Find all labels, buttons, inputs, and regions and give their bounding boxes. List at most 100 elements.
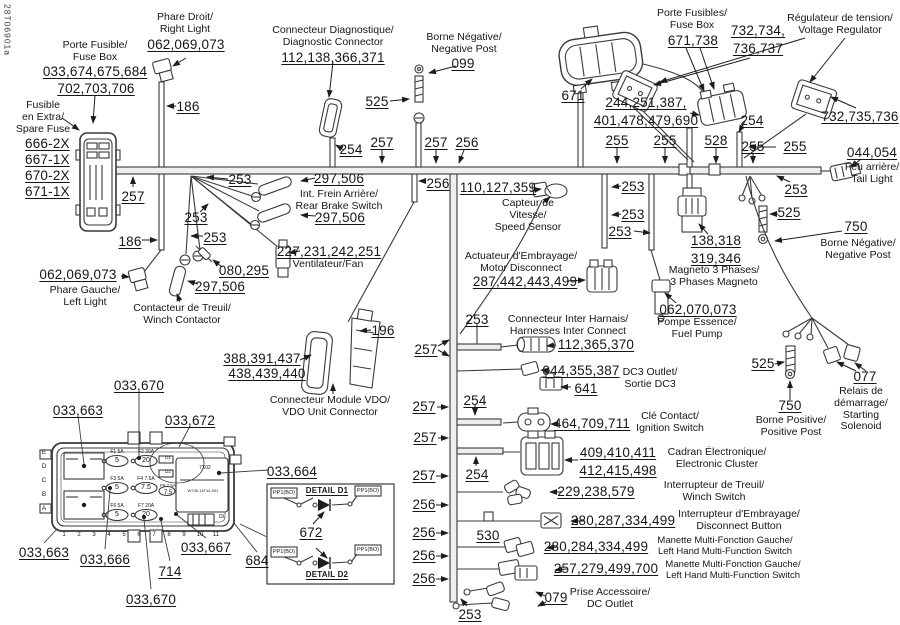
part-525-pos-line-0[interactable]: 525 <box>751 356 775 371</box>
part-253-d3-line-0[interactable]: 253 <box>608 224 632 239</box>
part-732-734-line-1[interactable]: 736,737 <box>732 40 784 56</box>
part-671[interactable]: 671 <box>561 87 584 105</box>
part-phare-droit-line-0[interactable]: 062,069,073 <box>147 37 225 52</box>
part-256-a[interactable]: 256 <box>455 134 478 152</box>
part-750-neg-line-0[interactable]: 750 <box>844 219 868 234</box>
part-684[interactable]: 684 <box>245 552 268 570</box>
part-732-734[interactable]: 732,734, 736,737 <box>731 22 785 57</box>
part-280-287[interactable]: 280,287,334,499 <box>571 512 675 530</box>
part-253-c1[interactable]: 253 <box>228 171 251 189</box>
part-253-d2[interactable]: 253 <box>621 206 644 224</box>
part-033-663-top-line-0[interactable]: 033,663 <box>52 403 104 418</box>
part-244-line-0[interactable]: 244,251,387, <box>605 95 687 110</box>
part-253-d1[interactable]: 253 <box>621 178 644 196</box>
part-062-070-073-line-0[interactable]: 062,070,073 <box>659 302 737 317</box>
part-062-070-073[interactable]: 062,070,073 <box>659 301 736 319</box>
part-033-666-line-0[interactable]: 033,666 <box>79 552 131 567</box>
part-253-tail[interactable]: 253 <box>784 181 807 199</box>
part-280-284[interactable]: 280,284,334,499 <box>544 538 648 556</box>
part-257-b-line-0[interactable]: 257 <box>424 135 448 150</box>
part-714-line-0[interactable]: 714 <box>158 564 182 579</box>
part-255-a[interactable]: 255 <box>605 132 628 150</box>
part-671-line-0[interactable]: 671 <box>561 88 585 103</box>
part-253-c3-line-0[interactable]: 253 <box>203 230 227 245</box>
part-257-left-line-0[interactable]: 257 <box>121 189 145 204</box>
part-253-d3[interactable]: 253 <box>608 223 631 241</box>
part-138-318-line-1[interactable]: 319,346 <box>690 250 742 266</box>
part-672[interactable]: 672 <box>299 524 322 542</box>
part-287[interactable]: 287,442,443,499 <box>473 273 577 291</box>
part-196[interactable]: 196 <box>371 322 394 340</box>
part-438-line-0[interactable]: 438,439,440 <box>228 366 306 381</box>
part-255-d-line-0[interactable]: 255 <box>783 139 807 154</box>
part-253-e1[interactable]: 253 <box>465 311 488 329</box>
part-280-287-line-0[interactable]: 280,287,334,499 <box>570 513 676 528</box>
part-297-506-c[interactable]: 297,506 <box>195 278 245 296</box>
part-077[interactable]: 077 <box>853 368 876 386</box>
part-256-a-line-0[interactable]: 256 <box>455 135 479 150</box>
part-033-670-bottom-line-0[interactable]: 033,670 <box>125 592 177 607</box>
part-porte-fusible-1-line-0[interactable]: 033,674,675,684 <box>42 64 148 79</box>
part-254-e2-line-0[interactable]: 254 <box>465 467 489 482</box>
part-257-e1-line-0[interactable]: 257 <box>414 342 438 357</box>
part-257-e4[interactable]: 257 <box>412 467 435 485</box>
part-112-365-370[interactable]: 112,365,370 <box>558 336 634 354</box>
part-256-e1-line-0[interactable]: 256 <box>412 497 436 512</box>
part-062-069-073-left-line-0[interactable]: 062,069,073 <box>39 267 117 282</box>
part-110-127-359[interactable]: 110,127,359 <box>460 179 536 197</box>
part-229[interactable]: 229,238,579 <box>557 483 634 501</box>
part-641[interactable]: 641 <box>574 380 597 398</box>
part-297-506-a[interactable]: 297,506 <box>314 170 364 188</box>
part-255-d[interactable]: 255 <box>783 138 806 156</box>
part-255-c[interactable]: 255 <box>741 138 764 156</box>
part-257-e3[interactable]: 257 <box>413 429 436 447</box>
part-257-279-line-0[interactable]: 257,279,499,700 <box>553 561 659 576</box>
part-044-054[interactable]: 044,054 <box>847 144 897 162</box>
part-464-line-0[interactable]: 464,709,711 <box>553 416 631 431</box>
part-spare-fuse-667[interactable]: 667-1X <box>25 151 70 169</box>
part-253-bottom-line-0[interactable]: 253 <box>458 607 482 622</box>
part-409-line-1[interactable]: 412,415,498 <box>579 462 657 478</box>
part-spare-fuse-671[interactable]: 671-1X <box>25 183 70 201</box>
part-530[interactable]: 530 <box>476 527 499 545</box>
part-297-506-b[interactable]: 297,506 <box>315 209 365 227</box>
part-525-pos[interactable]: 525 <box>751 355 774 373</box>
part-257-e4-line-0[interactable]: 257 <box>412 468 436 483</box>
part-750-pos-line-0[interactable]: 750 <box>778 398 802 413</box>
part-spare-fuse-667-line-0[interactable]: 667-1X <box>25 152 70 167</box>
part-112-365-370-line-0[interactable]: 112,365,370 <box>557 337 635 352</box>
part-phare-droit[interactable]: 062,069,073 <box>147 36 224 54</box>
part-253-e1-line-0[interactable]: 253 <box>465 312 489 327</box>
part-287-line-0[interactable]: 287,442,443,499 <box>472 274 578 289</box>
part-253-d2-line-0[interactable]: 253 <box>621 207 645 222</box>
part-conn-diag-line-0[interactable]: 112,138,366,371 <box>281 50 385 65</box>
part-254-e1-line-0[interactable]: 254 <box>463 393 487 408</box>
part-033-663-top[interactable]: 033,663 <box>53 402 103 420</box>
part-244-line-1[interactable]: 401,478,479,690 <box>593 112 699 128</box>
part-253-c2[interactable]: 253 <box>184 209 207 227</box>
part-porte-fusible-2[interactable]: 702,703,706 <box>57 80 134 98</box>
part-253-d1-line-0[interactable]: 253 <box>621 179 645 194</box>
part-porte-fusible-2-line-0[interactable]: 702,703,706 <box>57 81 135 96</box>
part-732-734-line-0[interactable]: 732,734, <box>730 23 786 38</box>
part-spare-fuse-670[interactable]: 670-2X <box>25 167 70 185</box>
part-254-right-line-0[interactable]: 254 <box>740 113 764 128</box>
part-044-355-387-line-0[interactable]: 044,355,387 <box>542 363 620 378</box>
part-033-672-line-0[interactable]: 033,672 <box>164 413 216 428</box>
part-spare-fuse-671-line-0[interactable]: 671-1X <box>25 184 70 199</box>
part-257-e2[interactable]: 257 <box>412 398 435 416</box>
part-256-e1[interactable]: 256 <box>412 496 435 514</box>
part-033-663-bottom-line-0[interactable]: 033,663 <box>18 545 70 560</box>
part-porte-fusibles-line-0[interactable]: 671,738 <box>667 33 719 48</box>
part-253-bottom[interactable]: 253 <box>458 606 481 624</box>
part-080-295[interactable]: 080,295 <box>219 262 269 280</box>
part-227[interactable]: 227,231,242,251 <box>277 243 381 261</box>
part-186-top-line-0[interactable]: 186 <box>176 99 200 114</box>
part-110-127-359-line-0[interactable]: 110,127,359 <box>459 180 537 195</box>
part-044-355-387[interactable]: 044,355,387 <box>542 362 619 380</box>
part-255-b-line-0[interactable]: 255 <box>653 133 677 148</box>
part-255-b[interactable]: 255 <box>653 132 676 150</box>
part-256-e3[interactable]: 256 <box>412 547 435 565</box>
